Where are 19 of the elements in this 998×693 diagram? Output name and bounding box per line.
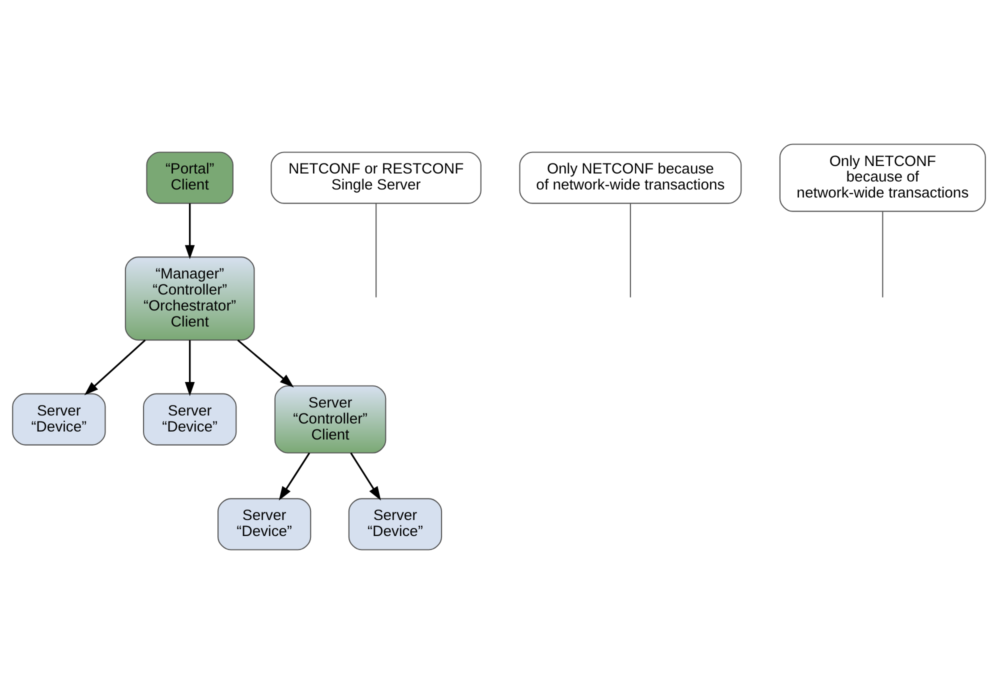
node-box: “Manager” “Controller” “Orchestrator” Client [124,256,255,340]
arrow [278,452,310,500]
node-box: Server “Device” [218,498,312,550]
node-box: “Portal” Client [146,151,234,204]
connector [882,211,884,297]
node-box: Only NETCONF because of network-wide transactions [779,143,986,212]
node-box: Server “Controller” Client [274,384,386,453]
connector [630,202,631,297]
node-box: Server “Device” [143,392,237,445]
node-box: Server “Device” [348,498,442,550]
node-box: Server “Device” [12,392,106,445]
node-box: NETCONF or RESTCONF Single Server [270,151,482,204]
arrow [237,339,294,387]
node-box: Only NETCONF because of network-wide transactions [519,151,742,204]
arrow [84,339,146,395]
arrow [350,452,381,500]
arrow [184,340,195,396]
arrow [184,202,195,259]
connector [376,202,377,297]
